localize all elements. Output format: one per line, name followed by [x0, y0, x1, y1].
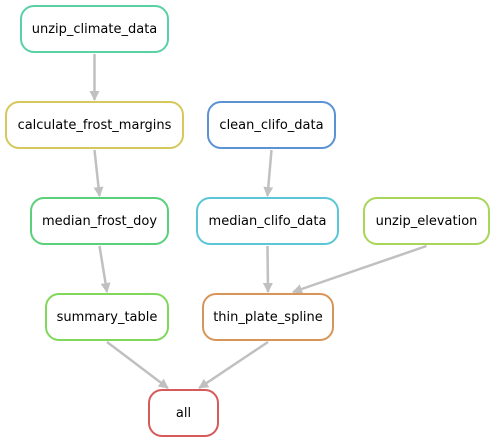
- edge-median-clifo-to-thin-plate: [262, 245, 273, 293]
- edge-summary-to-all: [106, 341, 169, 389]
- node-summary-table[interactable]: summary_table: [45, 293, 169, 341]
- node-calculate-frost-margins[interactable]: calculate_frost_margins: [5, 101, 184, 149]
- node-unzip-elevation[interactable]: unzip_elevation: [363, 197, 490, 245]
- edge-unzip-elev-to-thin-plate: [292, 244, 427, 294]
- edge-median-frost-to-summary: [98, 245, 111, 293]
- node-label: all: [175, 405, 192, 421]
- node-label: calculate_frost_margins: [17, 117, 172, 133]
- node-label: thin_plate_spline: [213, 309, 323, 325]
- node-label: median_clifo_data: [208, 213, 327, 229]
- node-label: unzip_elevation: [375, 213, 478, 229]
- node-median-clifo-data[interactable]: median_clifo_data: [196, 197, 339, 245]
- edge-thin-plate-to-all: [198, 340, 269, 390]
- node-clean-clifo-data[interactable]: clean_clifo_data: [207, 101, 336, 149]
- node-median-frost-doy[interactable]: median_frost_doy: [30, 197, 169, 245]
- node-thin-plate-spline[interactable]: thin_plate_spline: [202, 293, 334, 341]
- node-all[interactable]: all: [148, 389, 219, 437]
- node-label: median_frost_doy: [41, 213, 158, 229]
- edge-clean-clifo-to-median-clifo: [263, 149, 274, 197]
- edge-calc-frost-to-median-frost: [93, 149, 104, 197]
- node-label: summary_table: [56, 309, 158, 325]
- node-label: clean_clifo_data: [219, 117, 324, 133]
- node-unzip-climate-data[interactable]: unzip_climate_data: [20, 5, 169, 53]
- node-label: unzip_climate_data: [31, 21, 158, 37]
